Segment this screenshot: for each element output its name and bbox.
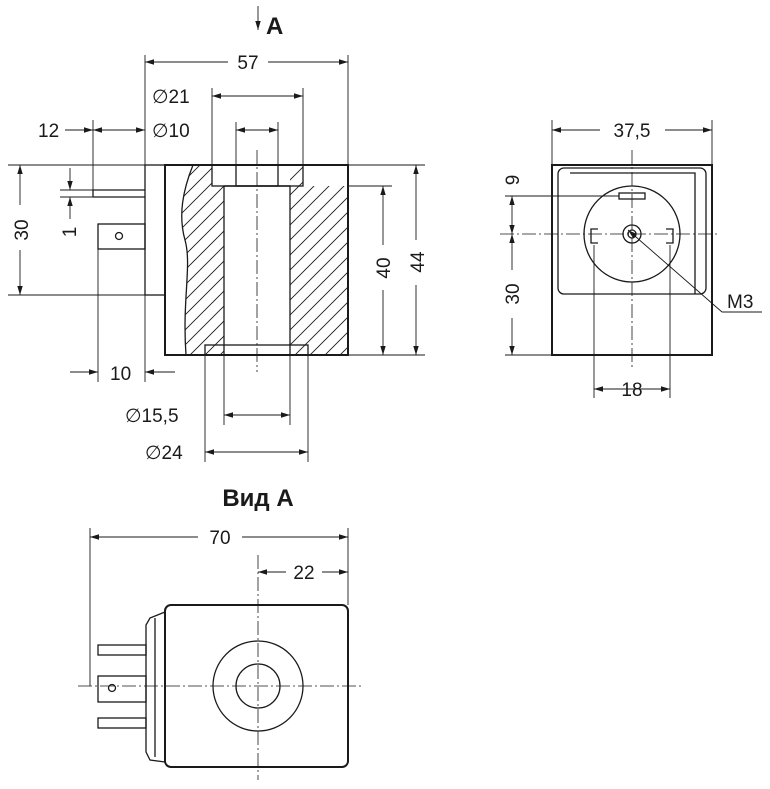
hatch-line	[290, 165, 341, 355]
hatch-line	[290, 165, 348, 355]
hatch-line	[181, 165, 224, 355]
terminal-block	[144, 164, 166, 296]
dim-m3: M3	[727, 292, 753, 313]
hatch-line	[181, 165, 221, 355]
hatch-line	[181, 165, 224, 355]
dim-30-right: 30	[503, 283, 524, 304]
dim-22: 22	[293, 563, 314, 584]
left-pin	[590, 228, 598, 244]
hatch-line	[181, 165, 224, 355]
dim-37-5: 37,5	[614, 121, 651, 142]
view-a-tab-lower	[97, 717, 147, 729]
hatch-line	[304, 165, 348, 355]
view-arrow-label: A	[266, 13, 283, 40]
dim-d10: ∅10	[152, 121, 190, 142]
tab-hole	[114, 231, 124, 241]
hatch-line	[290, 165, 348, 355]
view-a-tab-upper	[97, 644, 147, 656]
bottom-flange	[204, 344, 309, 356]
connector-inner-edge	[570, 172, 696, 294]
coil-body-outline	[164, 164, 349, 356]
view-a: Вид А 70 22	[78, 485, 362, 780]
hatch-line	[334, 165, 348, 355]
break-line	[181, 164, 194, 356]
dim-d24: ∅24	[145, 443, 183, 464]
dim-12: 12	[38, 121, 59, 142]
hatch-line	[184, 165, 224, 355]
view-a-tab-hole	[107, 683, 117, 693]
hatch-line	[290, 165, 348, 355]
dim-1: 1	[60, 227, 81, 238]
hatch-left	[181, 165, 224, 355]
dim-57: 57	[237, 53, 258, 74]
view-a-tab-middle	[97, 675, 147, 703]
hatch-line	[290, 165, 348, 355]
dim-40: 40	[374, 257, 395, 278]
view-arrow: A	[255, 6, 283, 40]
hatch-line	[290, 165, 326, 355]
dim-44: 44	[408, 251, 429, 273]
right-pin	[666, 228, 674, 244]
hatch-line	[181, 165, 224, 355]
hatch-line	[290, 165, 348, 355]
hatch-line	[290, 165, 348, 355]
dim-10: 10	[110, 364, 131, 385]
side-view: 37,5 9 30 M3 18	[500, 120, 762, 401]
hatch-line	[181, 165, 224, 355]
front-section-view: A 57	[8, 6, 429, 464]
hatch-line	[290, 165, 348, 355]
dim-d15-5: ∅15,5	[125, 406, 179, 427]
view-a-title: Вид А	[222, 485, 293, 512]
dim-18: 18	[621, 380, 642, 401]
dim-70: 70	[209, 528, 230, 549]
upper-tab	[92, 189, 145, 198]
hatch-line	[181, 165, 224, 355]
dim-9: 9	[503, 175, 524, 186]
hatch-line	[290, 165, 348, 355]
m3-leader	[627, 229, 723, 313]
upper-counterbore	[211, 164, 304, 187]
dim-30-left: 30	[12, 219, 33, 240]
hatch-line	[290, 165, 348, 355]
side-tab	[97, 223, 146, 250]
dim-d21: ∅21	[152, 87, 190, 108]
hatch-right	[290, 165, 348, 355]
connector-housing	[557, 167, 707, 295]
